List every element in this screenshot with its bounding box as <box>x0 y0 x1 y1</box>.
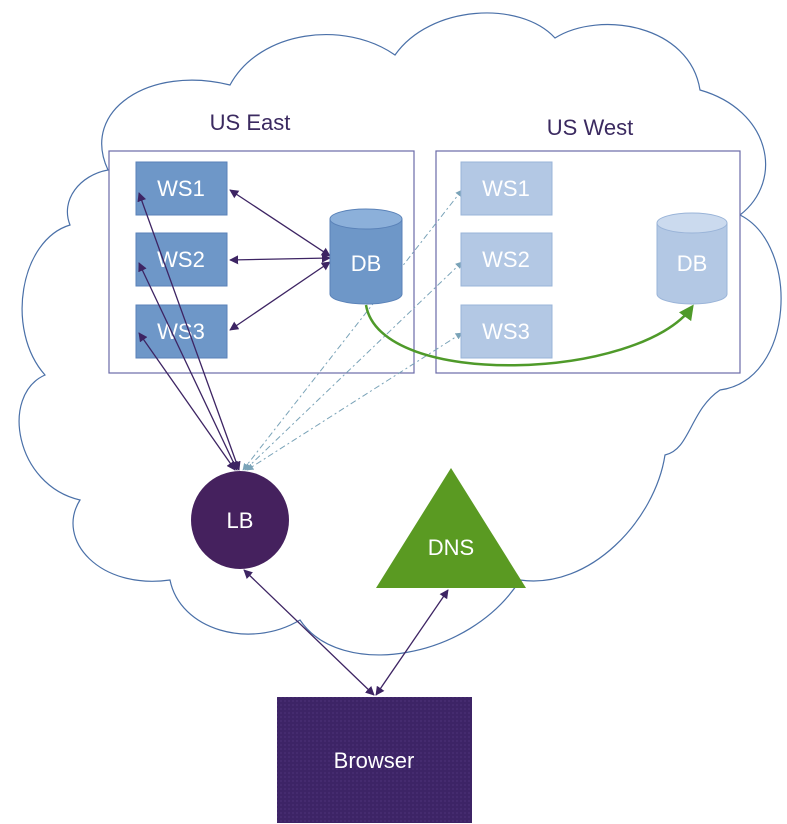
us-west-title: US West <box>547 115 633 140</box>
west-ws2-label: WS2 <box>482 247 530 272</box>
browser-dns-link <box>375 589 449 696</box>
west-database-label: DB <box>677 251 708 276</box>
load-balancer[interactable]: LB <box>191 471 289 569</box>
browser-client[interactable]: Browser <box>277 697 472 823</box>
db-replication-arrow <box>364 304 694 367</box>
east-ws1-label: WS1 <box>157 176 205 201</box>
lb-ws3-link <box>138 332 236 471</box>
east-ws2-label: WS2 <box>157 247 205 272</box>
west-ws3-label: WS3 <box>482 319 530 344</box>
west-ws2[interactable]: WS2 <box>460 232 553 287</box>
west-database[interactable]: DB <box>656 212 728 305</box>
east-ws3[interactable]: WS3 <box>135 304 228 359</box>
east-ws3-label: WS3 <box>157 319 205 344</box>
east-database-label: DB <box>351 251 382 276</box>
west-ws1[interactable]: WS1 <box>460 161 553 216</box>
browser-lb-link <box>243 569 375 696</box>
load-balancer-label: LB <box>227 508 254 533</box>
dns-server[interactable]: DNS <box>376 468 526 588</box>
us-east-title: US East <box>210 110 291 135</box>
east-database[interactable]: DB <box>329 208 403 305</box>
west-ws3[interactable]: WS3 <box>460 304 553 359</box>
east-ws2[interactable]: WS2 <box>135 232 228 287</box>
browser-client-label: Browser <box>334 748 415 773</box>
west-ws1-label: WS1 <box>482 176 530 201</box>
dns-server-label: DNS <box>428 535 474 560</box>
east-ws1[interactable]: WS1 <box>135 161 228 216</box>
